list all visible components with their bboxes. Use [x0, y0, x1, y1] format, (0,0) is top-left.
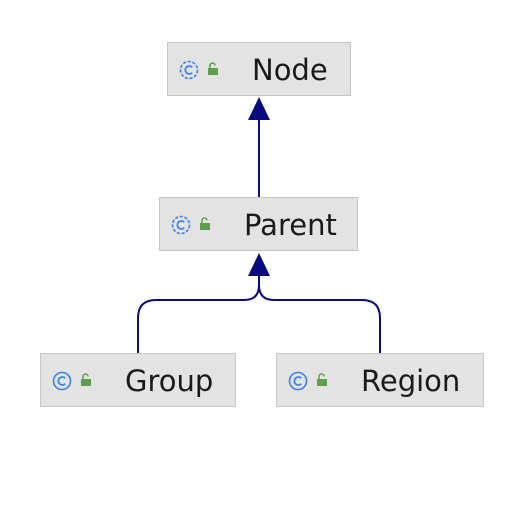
class-node-parent[interactable]: Parent	[159, 197, 358, 251]
public-lock-icon	[200, 217, 210, 230]
arrowhead-node	[248, 97, 270, 120]
class-name: Group	[125, 364, 214, 398]
arrowhead-parent	[248, 253, 270, 276]
class-icon	[179, 60, 199, 80]
class-name: Parent	[244, 208, 337, 242]
class-node-node[interactable]: Node	[167, 42, 351, 96]
class-icon	[52, 371, 72, 391]
public-lock-icon	[81, 373, 91, 386]
class-node-region[interactable]: Region	[276, 353, 484, 407]
edge-region-to-parent	[258, 276, 381, 353]
class-name: Node	[252, 53, 328, 87]
class-icon	[288, 371, 308, 391]
edge-group-to-parent	[137, 276, 260, 353]
class-node-group[interactable]: Group	[40, 353, 236, 407]
class-name: Region	[361, 364, 461, 398]
class-icon	[171, 215, 191, 235]
public-lock-icon	[208, 62, 218, 75]
public-lock-icon	[317, 373, 327, 386]
